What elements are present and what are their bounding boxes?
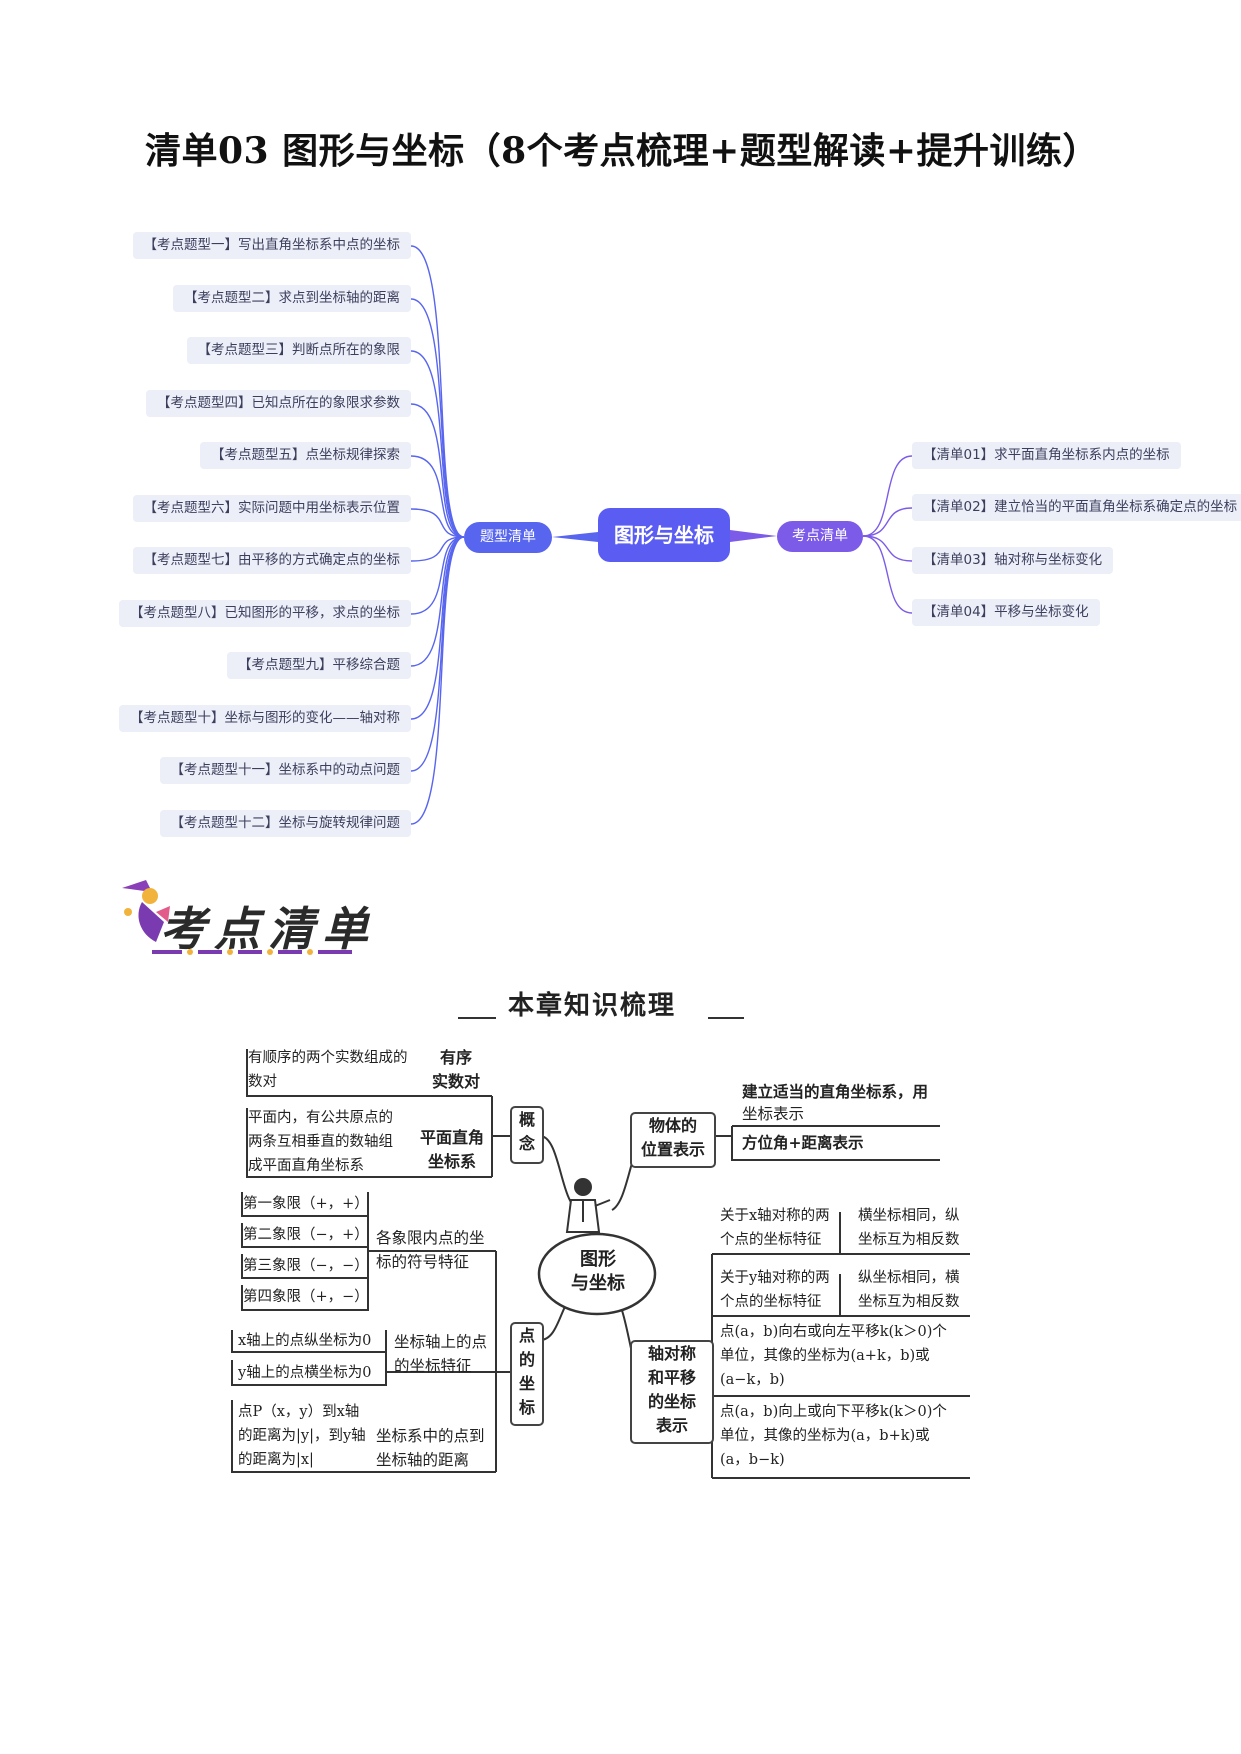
- mindmap-leaf-type-10: 【考点题型十】坐标与图形的变化——轴对称: [119, 705, 411, 732]
- position-label-box: 物体的 位置表示: [630, 1112, 716, 1168]
- horizontal-shift-line2: 单位，其像的坐标为(a+k，b)或: [720, 1348, 930, 1364]
- point-coords-label-1: 点: [518, 1326, 535, 1345]
- y-symmetry-rule-line2: 坐标互为相反数: [858, 1294, 960, 1310]
- transform-label-box: 轴对称 和平移 的坐标 表示: [630, 1340, 714, 1444]
- distance-feature-line2: 坐标轴的距离: [376, 1451, 470, 1469]
- mindmap-connectors: [410, 245, 913, 825]
- quadrant-1: 第一象限（+，+）: [243, 1196, 369, 1212]
- mindmap-right-branch: 考点清单: [777, 521, 863, 552]
- mindmap-leaf-type-2: 【考点题型二】求点到坐标轴的距离: [173, 285, 411, 312]
- mindmap-center-node: 图形与坐标: [598, 508, 730, 562]
- distance-desc-line2: 的距离为|y|，到y轴: [238, 1428, 366, 1444]
- knowledge-map-center-line2: 与坐标: [571, 1273, 625, 1294]
- x-symmetry-rule-line1: 横坐标相同，纵: [858, 1208, 960, 1224]
- point-coords-label-3: 坐: [518, 1374, 535, 1393]
- distance-feature-line1: 坐标系中的点到: [376, 1427, 485, 1445]
- distance-desc-line1: 点P（x，y）到x轴: [238, 1404, 360, 1420]
- transform-label-2: 和平移: [647, 1368, 696, 1387]
- quadrant-4: 第四象限（+，−）: [243, 1289, 369, 1305]
- ordered-pair-desc-line1: 有顺序的两个实数组成的: [248, 1050, 408, 1066]
- coord-system-desc-line3: 成平面直角坐标系: [248, 1158, 364, 1174]
- teacher-figure-icon: [565, 1178, 611, 1233]
- vertical-shift-line3: (a，b−k): [720, 1452, 785, 1468]
- page-title: 清单03 图形与坐标（8个考点梳理+题型解读+提升训练）: [145, 130, 1100, 172]
- y-symmetry-rule-line1: 纵坐标相同，横: [858, 1270, 960, 1286]
- concept-label-line2: 念: [518, 1134, 535, 1153]
- knowledge-map-center-line1: 图形: [580, 1249, 616, 1270]
- quadrant-feature-line2: 标的符号特征: [376, 1253, 470, 1271]
- mindmap-leaf-type-6: 【考点题型六】实际问题中用坐标表示位置: [132, 495, 411, 522]
- position-method-1-line2: 坐标表示: [742, 1105, 805, 1123]
- mindmap-leaf-list-1: 【清单01】求平面直角坐标系内点的坐标: [912, 442, 1181, 469]
- mindmap-leaf-type-4: 【考点题型四】已知点所在的象限求参数: [146, 390, 411, 417]
- mindmap-leaf-type-11: 【考点题型十一】坐标系中的动点问题: [159, 757, 411, 784]
- mindmap-leaf-type-3: 【考点题型三】判断点所在的象限: [186, 337, 411, 364]
- mascot-icon: [122, 880, 352, 955]
- ordered-pair-name-line1: 有序: [440, 1048, 473, 1067]
- transform-label-4: 表示: [655, 1416, 688, 1435]
- mindmap-leaf-type-9: 【考点题型九】平移综合题: [227, 652, 411, 679]
- y-symmetry-desc-line1: 关于y轴对称的两: [720, 1270, 830, 1286]
- mindmap-leaf-type-7: 【考点题型七】由平移的方式确定点的坐标: [132, 547, 411, 574]
- y-axis-point-rule: y轴上的点横坐标为0: [238, 1365, 372, 1381]
- mindmap-leaf-type-12: 【考点题型十二】坐标与旋转规律问题: [159, 810, 411, 837]
- x-symmetry-desc-line2: 个点的坐标特征: [720, 1232, 822, 1248]
- quadrant-feature-line1: 各象限内点的坐: [376, 1229, 485, 1247]
- x-symmetry-rule-line2: 坐标互为相反数: [858, 1232, 960, 1248]
- x-symmetry-desc-line1: 关于x轴对称的两: [720, 1208, 830, 1224]
- horizontal-shift-line3: (a−k，b): [720, 1372, 785, 1388]
- quadrant-3: 第三象限（−，−）: [243, 1258, 369, 1274]
- axis-feature-line1: 坐标轴上的点: [394, 1333, 488, 1351]
- transform-label-1: 轴对称: [647, 1344, 696, 1363]
- mindmap-leaf-list-4: 【清单04】平移与坐标变化: [912, 599, 1100, 626]
- mindmap-leaf-type-8: 【考点题型八】已知图形的平移，求点的坐标: [119, 600, 411, 627]
- y-symmetry-desc-line2: 个点的坐标特征: [720, 1294, 822, 1310]
- point-coords-label-4: 标: [518, 1398, 535, 1417]
- ordered-pair-name-line2: 实数对: [432, 1072, 481, 1091]
- coord-system-name-line1: 平面直角: [420, 1128, 485, 1147]
- position-method-2: 方位角+距离表示: [742, 1133, 864, 1152]
- distance-desc-line3: 的距离为|x|: [238, 1452, 314, 1468]
- point-coords-label-box: 点 的 坐 标: [510, 1322, 544, 1426]
- mindmap-leaf-list-3: 【清单03】轴对称与坐标变化: [912, 547, 1114, 574]
- knowledge-map-header: 本章知识梳理: [508, 991, 677, 1021]
- transform-label-3: 的坐标: [647, 1392, 696, 1411]
- section-banner-title: 考点清单: [160, 902, 376, 956]
- x-axis-point-rule: x轴上的点纵坐标为0: [238, 1333, 372, 1349]
- concept-label-box: 概 念: [510, 1106, 544, 1164]
- vertical-shift-line1: 点(a，b)向上或向下平移k(k＞0)个: [720, 1404, 947, 1420]
- vertical-shift-line2: 单位，其像的坐标为(a，b+k)或: [720, 1428, 930, 1444]
- mindmap-leaf-type-1: 【考点题型一】写出直角坐标系中点的坐标: [132, 232, 411, 259]
- horizontal-shift-line1: 点(a，b)向右或向左平移k(k＞0)个: [720, 1324, 947, 1340]
- axis-feature-line2: 的坐标特征: [394, 1357, 472, 1375]
- mindmap-leaf-list-2: 【清单02】建立恰当的平面直角坐标系确定点的坐标: [912, 494, 1241, 521]
- position-method-1-line1: 建立适当的直角坐标系，用: [742, 1082, 929, 1101]
- quadrant-2: 第二象限（−，+）: [243, 1227, 369, 1243]
- coord-system-name-line2: 坐标系: [428, 1152, 477, 1171]
- position-label-line1: 物体的: [648, 1116, 697, 1135]
- mindmap-left-branch: 题型清单: [464, 522, 552, 553]
- mindmap-leaf-type-5: 【考点题型五】点坐标规律探索: [200, 442, 411, 469]
- coord-system-desc-line1: 平面内，有公共原点的: [248, 1110, 393, 1126]
- ordered-pair-desc-line2: 数对: [248, 1074, 277, 1090]
- position-label-line2: 位置表示: [640, 1140, 705, 1159]
- concept-label-line1: 概: [518, 1110, 535, 1129]
- point-coords-label-2: 的: [518, 1350, 535, 1369]
- coord-system-desc-line2: 两条互相垂直的数轴组: [248, 1134, 393, 1150]
